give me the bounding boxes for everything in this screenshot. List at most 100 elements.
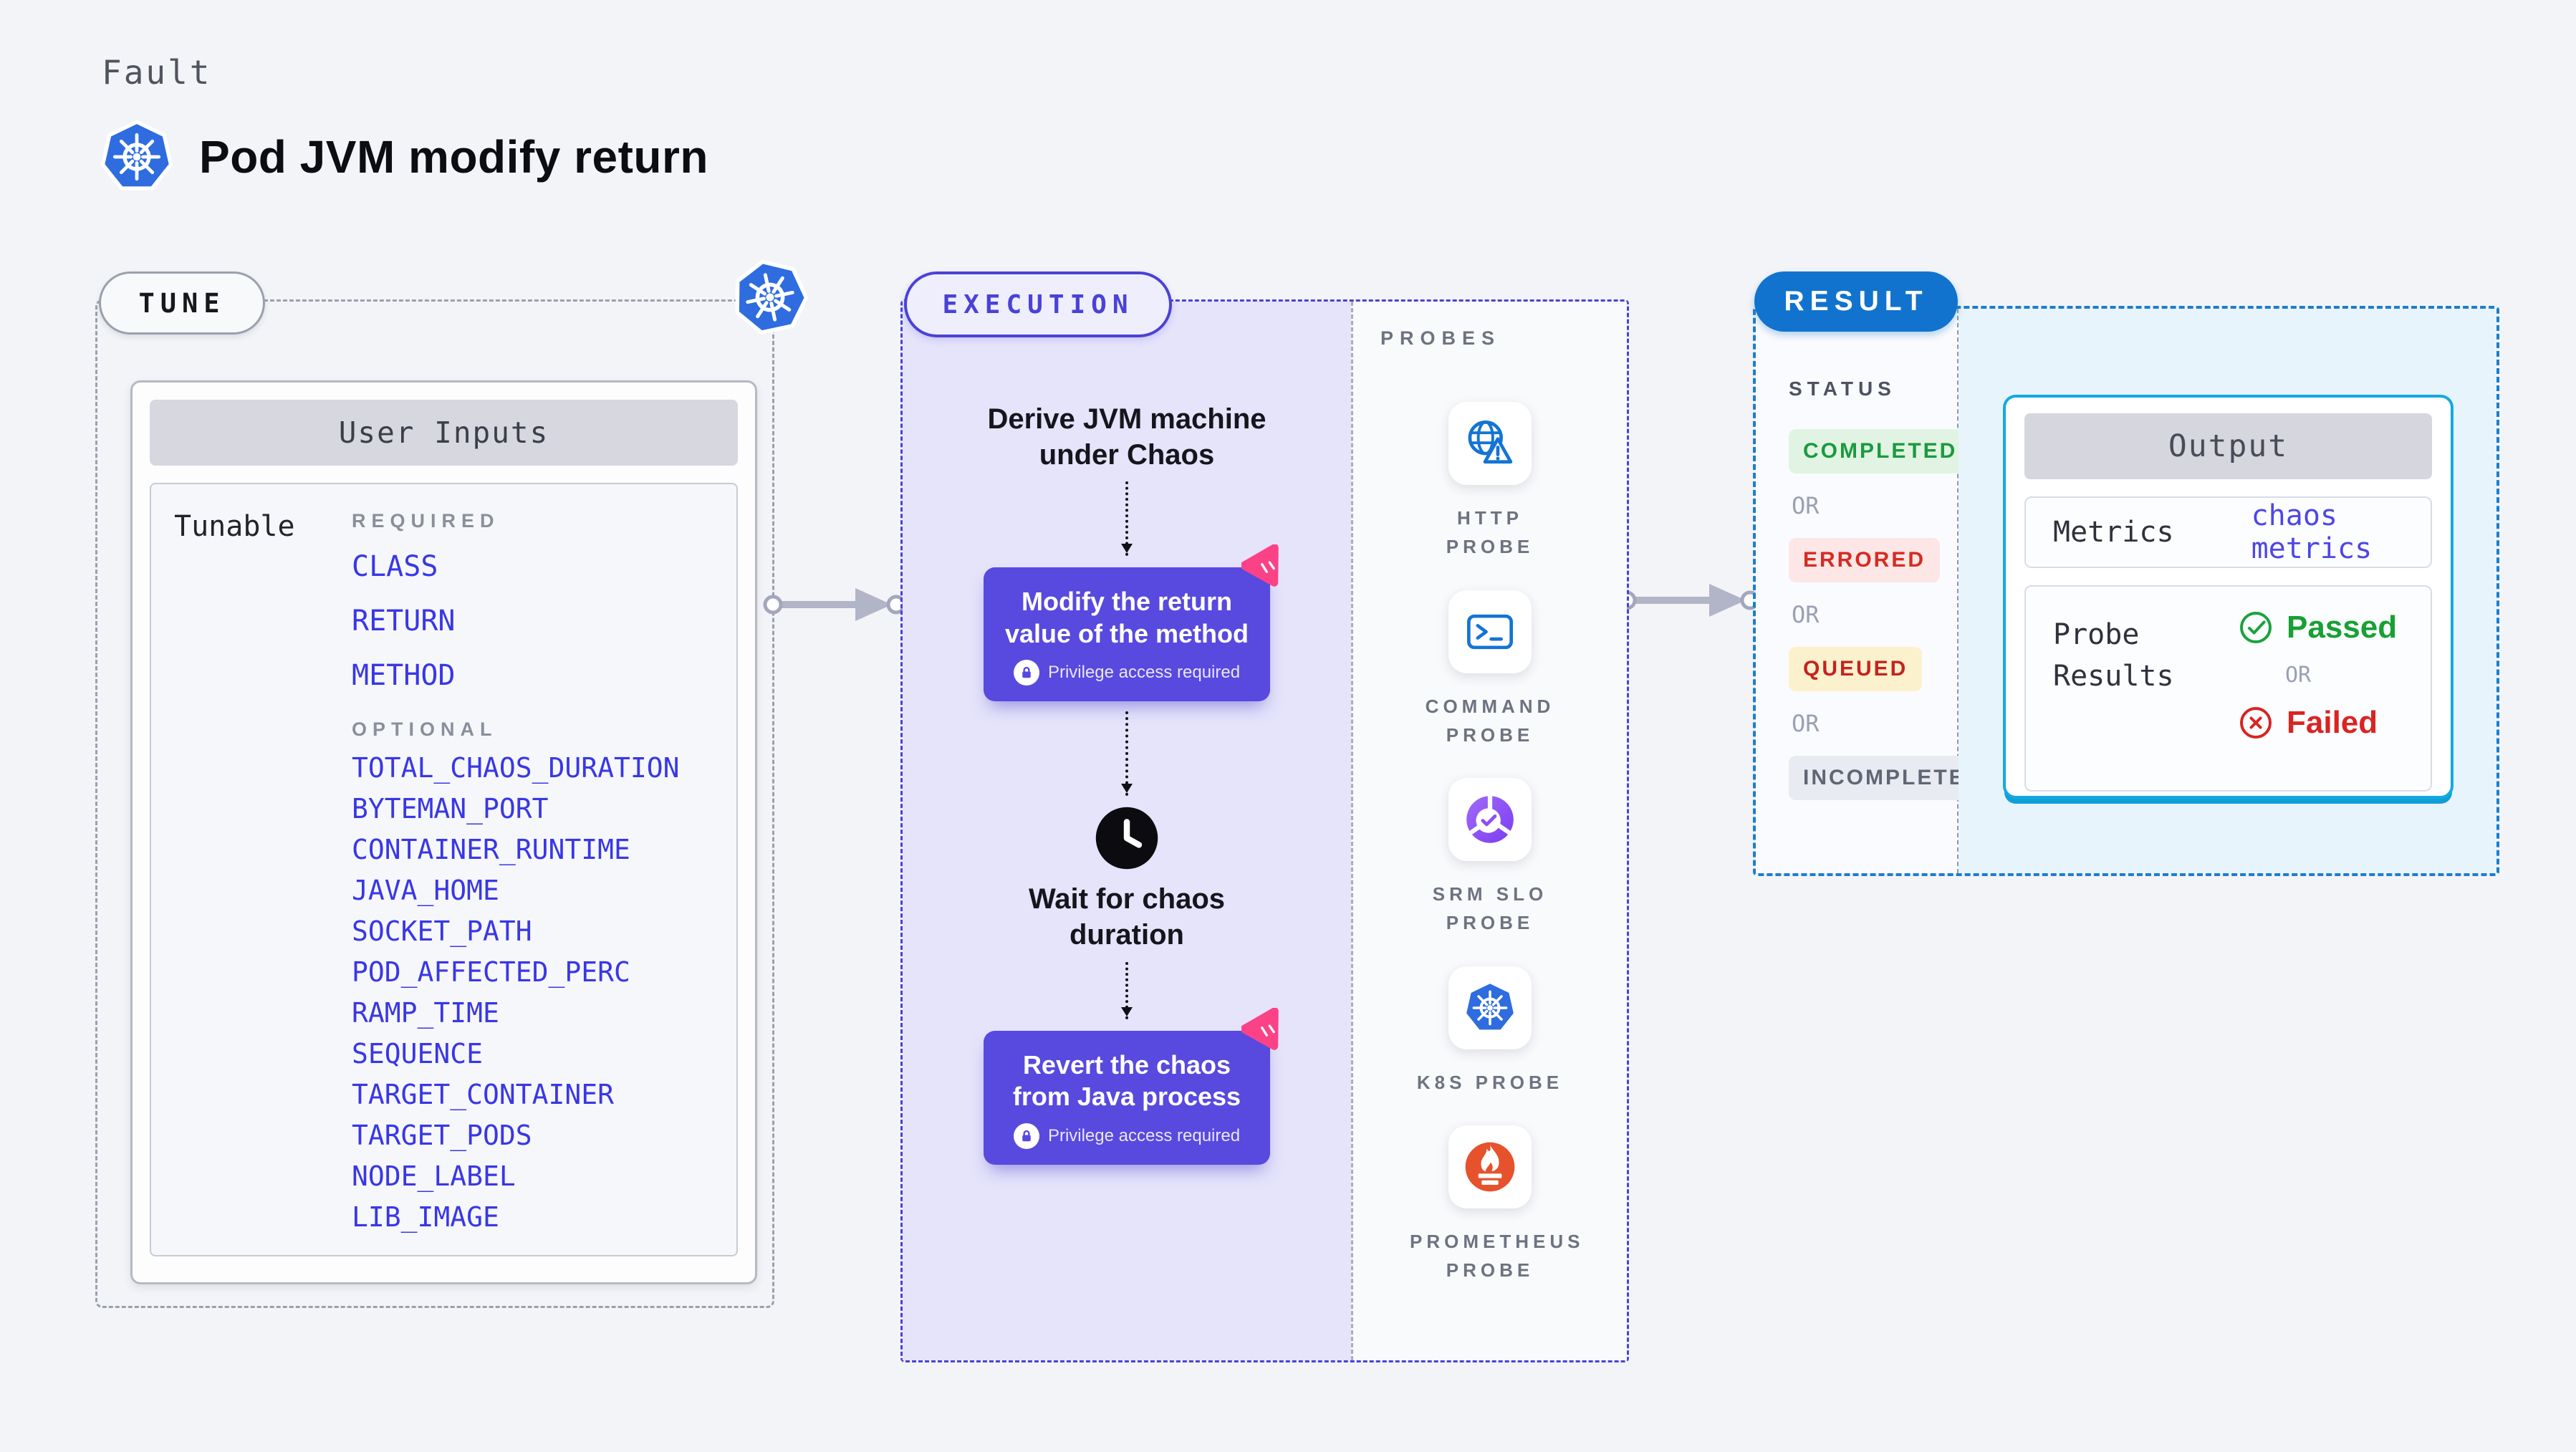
user-inputs-title: User Inputs <box>150 400 738 466</box>
probe-label: SRM SLO PROBE <box>1432 883 1548 934</box>
probe-results-states: Passed OR Failed <box>2238 610 2397 741</box>
or-label: OR <box>1792 601 1820 628</box>
clock-icon <box>1093 804 1160 872</box>
failed-label: Failed <box>2287 705 2378 740</box>
probe-item-http: HTTP PROBE <box>1410 402 1570 562</box>
probe-label: PROMETHEUS PROBE <box>1410 1231 1585 1282</box>
probe-item-k8s: K8S PROBE <box>1417 966 1563 1097</box>
passed-label: Passed <box>2287 610 2398 645</box>
prometheus-probe-icon <box>1462 1139 1518 1195</box>
srm-slo-probe-icon <box>1462 792 1518 847</box>
param-link[interactable]: TOTAL_CHAOS_DURATION <box>352 752 680 784</box>
optional-section-label: OPTIONAL <box>352 718 498 740</box>
command-probe-icon <box>1462 604 1518 660</box>
tunable-list: Tunable REQUIRED CLASS RETURN METHOD OPT… <box>150 483 738 1256</box>
param-link[interactable]: JAVA_HOME <box>352 875 499 906</box>
result-section-box: STATUS COMPLETED OR ERRORED OR QUEUED OR… <box>1753 306 2499 876</box>
or-label: OR <box>1792 492 1820 519</box>
probe-label: COMMAND PROBE <box>1425 695 1555 746</box>
param-link[interactable]: RETURN <box>352 605 456 638</box>
tune-section-pill: TUNE <box>99 271 265 335</box>
output-card-title: Output <box>2024 413 2432 479</box>
param-link[interactable]: SEQUENCE <box>352 1038 484 1069</box>
flow-connector <box>1121 711 1133 797</box>
privilege-note-label: Privilege access required <box>1047 1125 1241 1145</box>
output-card: Output Metrics chaos metrics Probe Resul… <box>2003 395 2454 799</box>
probe-label: K8S PROBE <box>1416 1071 1564 1093</box>
probes-panel: PROBES HTTP PROBE COMMAND PROBE <box>1351 302 1627 1360</box>
revert-chaos-step-card: Revert the chaos from Java process Privi… <box>984 1031 1270 1165</box>
user-inputs-card: User Inputs Tunable REQUIRED CLASS RETUR… <box>130 380 757 1284</box>
tunable-row-label: Tunable <box>174 510 295 543</box>
k8s-probe-icon <box>1462 980 1518 1036</box>
kubernetes-icon <box>99 119 175 195</box>
privilege-note: Privilege access required <box>994 660 1260 686</box>
param-link[interactable]: CONTAINER_RUNTIME <box>352 834 630 865</box>
param-link[interactable]: CLASS <box>352 550 438 583</box>
status-badge: COMPLETED <box>1789 429 1972 473</box>
required-section-label: REQUIRED <box>352 510 500 532</box>
metrics-value-link[interactable]: chaos metrics <box>2251 499 2373 565</box>
probe-results-label: Probe Results <box>2053 618 2174 693</box>
metrics-row: Metrics chaos metrics <box>2024 496 2432 568</box>
param-link[interactable]: POD_AFFECTED_PERC <box>352 956 630 988</box>
status-badge: ERRORED <box>1789 538 1941 582</box>
chaos-badge-icon <box>1241 1008 1290 1055</box>
param-link[interactable]: TARGET_CONTAINER <box>352 1079 615 1110</box>
param-link[interactable]: LIB_IMAGE <box>352 1201 499 1233</box>
probe-item-prometheus: PROMETHEUS PROBE <box>1410 1125 1585 1285</box>
kubernetes-icon <box>724 251 817 344</box>
tune-to-execution-arrow <box>762 582 907 628</box>
lock-icon <box>1013 1122 1039 1149</box>
probes-list: HTTP PROBE COMMAND PROBE SRM SLO PROBE <box>1353 402 1627 1285</box>
param-link[interactable]: TARGET_PODS <box>352 1120 532 1151</box>
execution-flow-area: Derive JVM machine under Chaos Modify th… <box>903 302 1351 1360</box>
x-circle-icon <box>2238 705 2274 741</box>
flow-connector <box>1121 961 1133 1019</box>
probe-card <box>1448 402 1532 485</box>
passed-state: Passed <box>2238 610 2397 645</box>
derive-step-label: Derive JVM machine under Chaos <box>987 403 1267 471</box>
status-badge: QUEUED <box>1789 647 1923 691</box>
http-probe-icon <box>1462 415 1518 471</box>
result-section-pill: RESULT <box>1754 271 1958 332</box>
modify-return-step-card: Modify the return value of the method Pr… <box>984 567 1270 702</box>
lock-icon <box>1013 660 1039 686</box>
status-panel: STATUS COMPLETED OR ERRORED OR QUEUED OR… <box>1756 309 1998 873</box>
execution-section-pill: EXECUTION <box>904 271 1172 337</box>
flow-connector <box>1121 481 1133 557</box>
probe-item-command: COMMAND PROBE <box>1410 590 1570 750</box>
chaos-badge-icon <box>1241 544 1290 592</box>
revert-step-title: Revert the chaos from Java process <box>1012 1049 1241 1112</box>
probe-label: HTTP PROBE <box>1446 507 1534 558</box>
modify-step-title: Modify the return value of the method <box>1004 587 1249 648</box>
probe-card <box>1448 778 1532 862</box>
param-link[interactable]: NODE_LABEL <box>352 1160 516 1192</box>
wait-step-label: Wait for chaos duration <box>1028 883 1226 951</box>
param-link[interactable]: METHOD <box>352 659 456 692</box>
or-label: OR <box>2285 663 2312 688</box>
status-label: STATUS <box>1789 378 1896 400</box>
param-link[interactable]: SOCKET_PATH <box>352 915 532 947</box>
failed-state: Failed <box>2238 705 2397 741</box>
probe-results-row: Probe Results Passed OR Failed <box>2024 585 2432 792</box>
param-link[interactable]: RAMP_TIME <box>352 997 499 1029</box>
execution-section-box: Derive JVM machine under Chaos Modify th… <box>900 299 1629 1362</box>
probe-card <box>1448 1125 1532 1209</box>
fault-eyebrow: Fault <box>102 53 212 92</box>
probe-item-srm-slo: SRM SLO PROBE <box>1410 778 1570 938</box>
execution-to-result-arrow <box>1616 577 1761 623</box>
output-panel: Output Metrics chaos metrics Probe Resul… <box>1959 309 2496 873</box>
page-title: Pod JVM modify return <box>199 131 708 183</box>
privilege-note-label: Privilege access required <box>1047 663 1241 683</box>
probes-panel-label: PROBES <box>1380 327 1501 349</box>
metrics-label: Metrics <box>2053 516 2174 549</box>
or-label: OR <box>1792 710 1820 737</box>
tune-section-box <box>95 299 774 1308</box>
check-circle-icon <box>2238 610 2274 645</box>
probe-card <box>1448 966 1532 1049</box>
param-link[interactable]: BYTEMAN_PORT <box>352 793 549 824</box>
tunable-params-column: REQUIRED CLASS RETURN METHOD OPTIONAL TO… <box>352 500 680 1238</box>
privilege-note: Privilege access required <box>994 1122 1260 1149</box>
